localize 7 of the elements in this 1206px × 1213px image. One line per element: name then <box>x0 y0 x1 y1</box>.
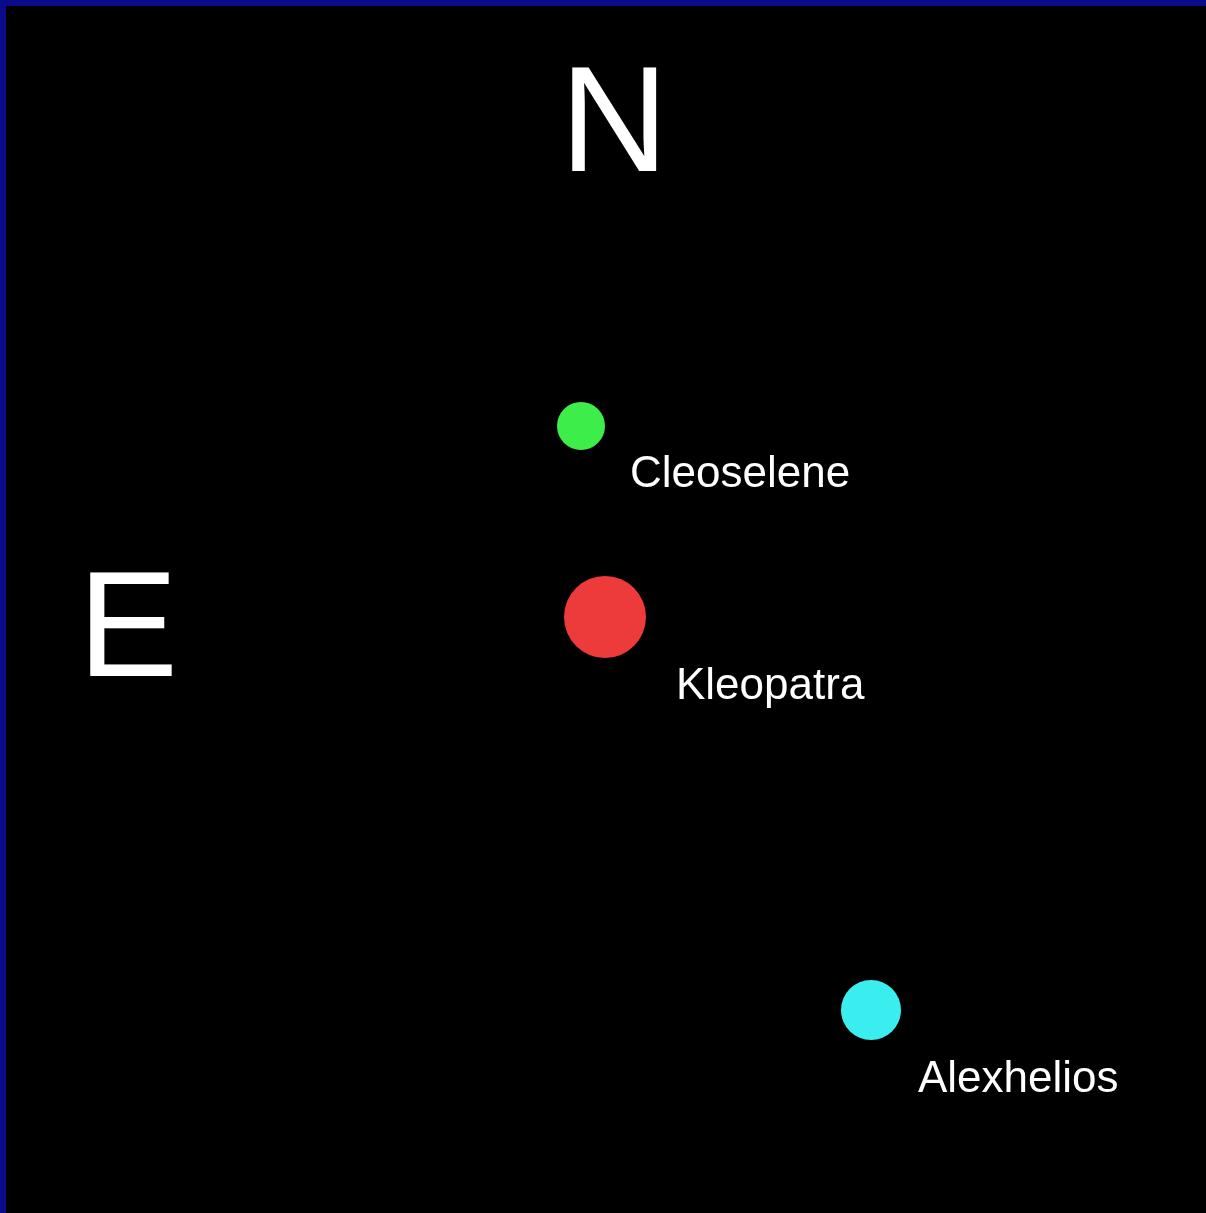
compass-letter: E <box>78 549 179 699</box>
circle-marker <box>841 980 901 1040</box>
body-label: Cleoselene <box>630 450 851 494</box>
body-label: Kleopatra <box>676 662 865 706</box>
circle-marker <box>557 402 605 450</box>
compass-letter: N <box>560 44 669 194</box>
body-label: Alexhelios <box>918 1055 1119 1099</box>
